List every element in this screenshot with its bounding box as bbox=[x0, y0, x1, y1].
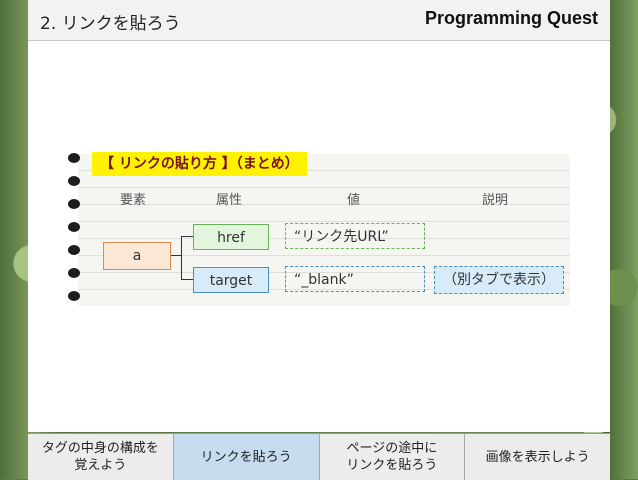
page-title: 2. リンクを貼ろう bbox=[40, 14, 181, 34]
binder-hole-icon bbox=[68, 199, 80, 209]
column-header-description: 説明 bbox=[482, 193, 509, 208]
column-header-attribute: 属性 bbox=[216, 193, 243, 208]
binder-hole-icon bbox=[68, 222, 80, 232]
attribute-box-href: href bbox=[193, 224, 269, 250]
column-header-value: 値 bbox=[347, 193, 361, 208]
nav-tab-label: 画像を表示しよう bbox=[485, 449, 590, 465]
connector-line bbox=[181, 279, 193, 280]
binder-hole-icon bbox=[68, 245, 80, 255]
bottom-nav: タグの中身の構成を 覚えよう リンクを貼ろう ページの途中に リンクを貼ろう 画… bbox=[28, 433, 610, 480]
nav-tab-label: リンクを貼ろう bbox=[346, 458, 438, 473]
nav-tab-show-image[interactable]: 画像を表示しよう bbox=[465, 434, 610, 480]
attribute-box-target: target bbox=[193, 267, 269, 293]
nav-tab-label: タグの中身の構成を bbox=[41, 441, 159, 456]
binder-hole-icon bbox=[68, 291, 80, 301]
nav-tab-label: 覚えよう bbox=[74, 458, 127, 473]
binder-hole-icon bbox=[68, 176, 80, 186]
value-box-href: “リンク先URL” bbox=[285, 223, 425, 249]
nav-tab-add-link[interactable]: リンクを貼ろう bbox=[173, 434, 320, 480]
nav-tab-page-anchor-link[interactable]: ページの途中に リンクを貼ろう bbox=[319, 434, 466, 480]
binder-hole-icon bbox=[68, 153, 80, 163]
nav-tab-label: ページの途中に bbox=[346, 441, 438, 456]
binder-hole-icon bbox=[68, 268, 80, 278]
brand-logo-text: Programming Quest bbox=[424, 8, 598, 28]
summary-heading: 【 リンクの貼り方 】（まとめ） bbox=[92, 152, 307, 176]
column-header-element: 要素 bbox=[120, 193, 147, 208]
element-box-a: a bbox=[103, 242, 171, 270]
nav-tab-label: リンクを貼ろう bbox=[200, 449, 292, 465]
connector-line bbox=[181, 236, 182, 279]
value-box-target: “_blank” bbox=[285, 266, 425, 292]
connector-line bbox=[169, 255, 181, 256]
connector-line bbox=[181, 236, 193, 237]
nav-tab-tag-structure[interactable]: タグの中身の構成を 覚えよう bbox=[28, 434, 174, 480]
header-bar: 2. リンクを貼ろう Programming Quest bbox=[28, 0, 610, 41]
description-box-target: （別タブで表示） bbox=[434, 266, 564, 294]
